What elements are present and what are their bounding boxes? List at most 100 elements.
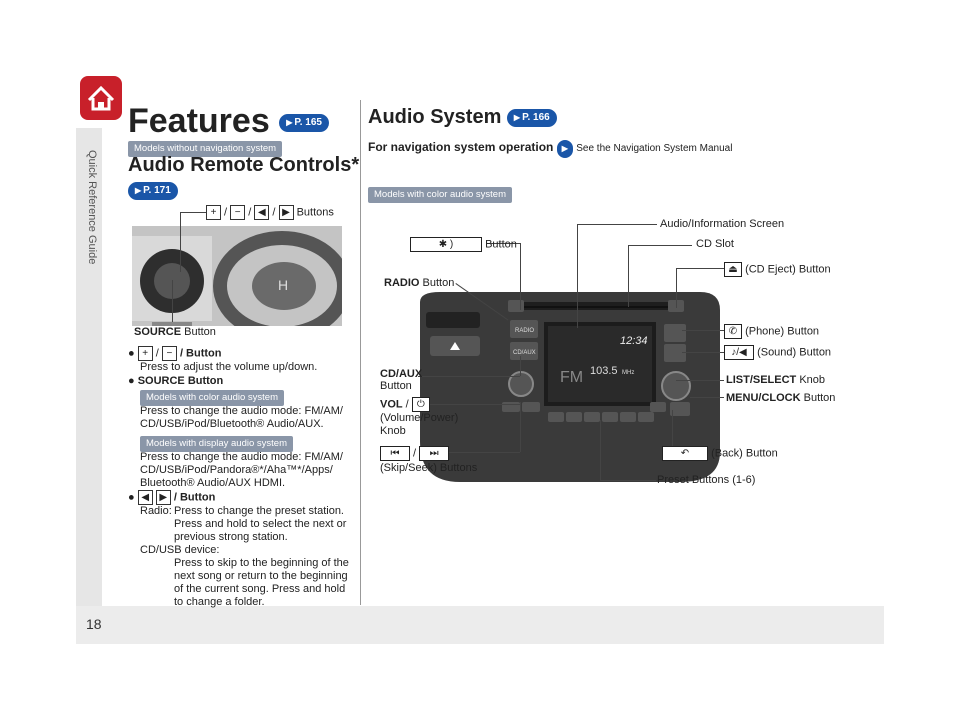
- callout-line: [676, 268, 677, 308]
- section-tab[interactable]: Quick Reference Guide: [84, 150, 100, 320]
- nav-note: For navigation system operation ▶ See th…: [368, 140, 732, 158]
- nav-note-desc: See the Navigation System Manual: [576, 143, 733, 154]
- callout-line: [180, 212, 181, 272]
- section-title-text: Audio System: [368, 106, 502, 128]
- source-callout: SOURCE Button: [134, 326, 216, 339]
- label-radio: RADIO Button: [384, 277, 454, 289]
- cd-desc: Press to skip to the beginning of the ne…: [174, 557, 349, 608]
- callout-line: [487, 243, 520, 244]
- callout-line: [676, 380, 724, 381]
- callout-line: [600, 480, 656, 481]
- label-phone: ✆ (Phone) Button: [724, 324, 819, 339]
- screen-time: 12:34: [620, 335, 648, 347]
- page-title-text: Features: [128, 102, 270, 140]
- callout-line: [180, 212, 206, 213]
- arrow-right-icon: ▶: [561, 144, 568, 153]
- label-menu-clock: MENU/CLOCK Button: [726, 392, 835, 404]
- label-phone-text: (Phone) Button: [745, 325, 820, 338]
- subtitle-page-ref[interactable]: ▶P. 171: [128, 180, 178, 200]
- power-icon: ⏻: [411, 397, 430, 412]
- label-back-text: (Back) Button: [711, 447, 778, 460]
- right-arrow-icon: ▶: [278, 205, 294, 220]
- phone-icon: ✆: [724, 324, 742, 339]
- title-ref-text: P. 165: [294, 117, 322, 129]
- svg-text:H: H: [278, 277, 288, 293]
- cd-label: CD/USB device:: [140, 544, 220, 556]
- title-page-ref[interactable]: ▶P. 165: [279, 114, 329, 133]
- section-ref-text: P. 166: [522, 111, 550, 123]
- label-vol-rest2: Knob: [380, 425, 406, 437]
- bullet-skip: ● ◀ ▶ / Button: [128, 490, 216, 505]
- page-title: Features ▶P. 165: [128, 102, 329, 141]
- callout-line: [682, 330, 724, 331]
- badge-display-audio: Models with display audio system: [140, 436, 293, 452]
- label-vol-bold: VOL: [380, 398, 403, 411]
- label-list-bold: LIST/SELECT: [726, 374, 797, 386]
- label-skip: ⏮ / ⏭ (Skip/Seek) Buttons: [380, 446, 478, 474]
- eject-icon: ⏏: [724, 262, 742, 277]
- screen-unit: MHz: [622, 370, 634, 376]
- page-ref-icon: ▶: [135, 186, 142, 195]
- label-cd-slot: CD Slot: [696, 238, 734, 250]
- callout-line: [418, 376, 520, 377]
- page-ref-icon: ▶: [286, 118, 293, 128]
- color-audio-desc: Press to change the audio mode: FM/AM/ C…: [140, 405, 343, 430]
- section-tab-label: Quick Reference Guide: [86, 150, 98, 265]
- side-strip: [76, 128, 102, 606]
- screen-freq: 103.5: [590, 365, 618, 377]
- badge-color-audio: Models with color audio system: [140, 390, 284, 406]
- screen-band: FM: [560, 369, 583, 386]
- back-icon: ↶: [662, 446, 708, 461]
- label-radio-bold: RADIO: [384, 277, 420, 289]
- home-icon: [87, 85, 115, 111]
- buttons-callout: + / − / ◀ / ▶ Buttons: [206, 205, 334, 220]
- buttons-callout-text: Buttons: [296, 206, 334, 219]
- home-button[interactable]: [80, 76, 122, 120]
- callout-line: [520, 356, 521, 376]
- callout-line: [448, 452, 520, 453]
- page-ref-icon: ▶: [513, 112, 521, 122]
- label-radio-rest: Button: [419, 277, 455, 289]
- callout-line: [628, 245, 692, 246]
- label-vol: VOL / ⏻ (Volume/Power) Knob: [380, 397, 459, 437]
- source-label: SOURCE: [134, 326, 182, 338]
- subtitle: Audio Remote Controls*: [128, 154, 360, 176]
- plus-icon: +: [206, 205, 221, 220]
- callout-line: [690, 397, 724, 398]
- plus-icon: +: [137, 346, 153, 361]
- steering-wheel-illustration: H: [132, 226, 342, 326]
- bottom-band: [76, 606, 884, 644]
- callout-line: [172, 280, 173, 322]
- skip-back-icon: ⏮: [380, 446, 410, 461]
- radio-desc: Press to change the preset station. Pres…: [174, 505, 347, 543]
- display-audio-desc: Press to change the audio mode: FM/AM/ C…: [140, 451, 343, 489]
- unit-radio-label: RADIO: [515, 328, 534, 334]
- source-suffix: Button: [181, 326, 216, 338]
- badge-right-color-audio: Models with color audio system: [368, 187, 512, 203]
- bullet-volume: ● + / − / Button Press to adjust the vol…: [128, 346, 318, 373]
- column-divider: [360, 100, 361, 605]
- left-arrow-icon: ◀: [137, 490, 153, 505]
- sun-icon: ✱ ): [410, 237, 482, 252]
- section-page-ref[interactable]: ▶P. 166: [506, 108, 557, 127]
- label-cdaux-bold: CD/AUX: [380, 368, 423, 380]
- bullet-source-title: SOURCE Button: [137, 375, 224, 387]
- nav-manual-ref[interactable]: ▶: [556, 140, 573, 158]
- bullet-source: ● SOURCE Button: [128, 375, 224, 387]
- unit-cdaux-label: CD/AUX: [513, 350, 536, 356]
- bullet-skip-title: / Button: [173, 491, 216, 504]
- label-cd-eject-text: (CD Eject) Button: [745, 263, 831, 276]
- steering-wheel-photo: H: [132, 226, 342, 326]
- bullet-volume-desc: Press to adjust the volume up/down.: [140, 361, 318, 373]
- callout-line: [520, 243, 521, 310]
- subtitle-ref-text: P. 171: [143, 185, 171, 196]
- label-audio-screen: Audio/Information Screen: [660, 218, 785, 230]
- callout-line: [577, 224, 578, 328]
- callout-line: [422, 404, 520, 405]
- callout-line: [676, 268, 724, 269]
- label-cdaux-rest: Button: [380, 380, 412, 392]
- label-menu-rest: Button: [800, 392, 836, 404]
- label-sound: ♪/◀ (Sound) Button: [724, 345, 831, 360]
- left-arrow-icon: ◀: [254, 205, 270, 220]
